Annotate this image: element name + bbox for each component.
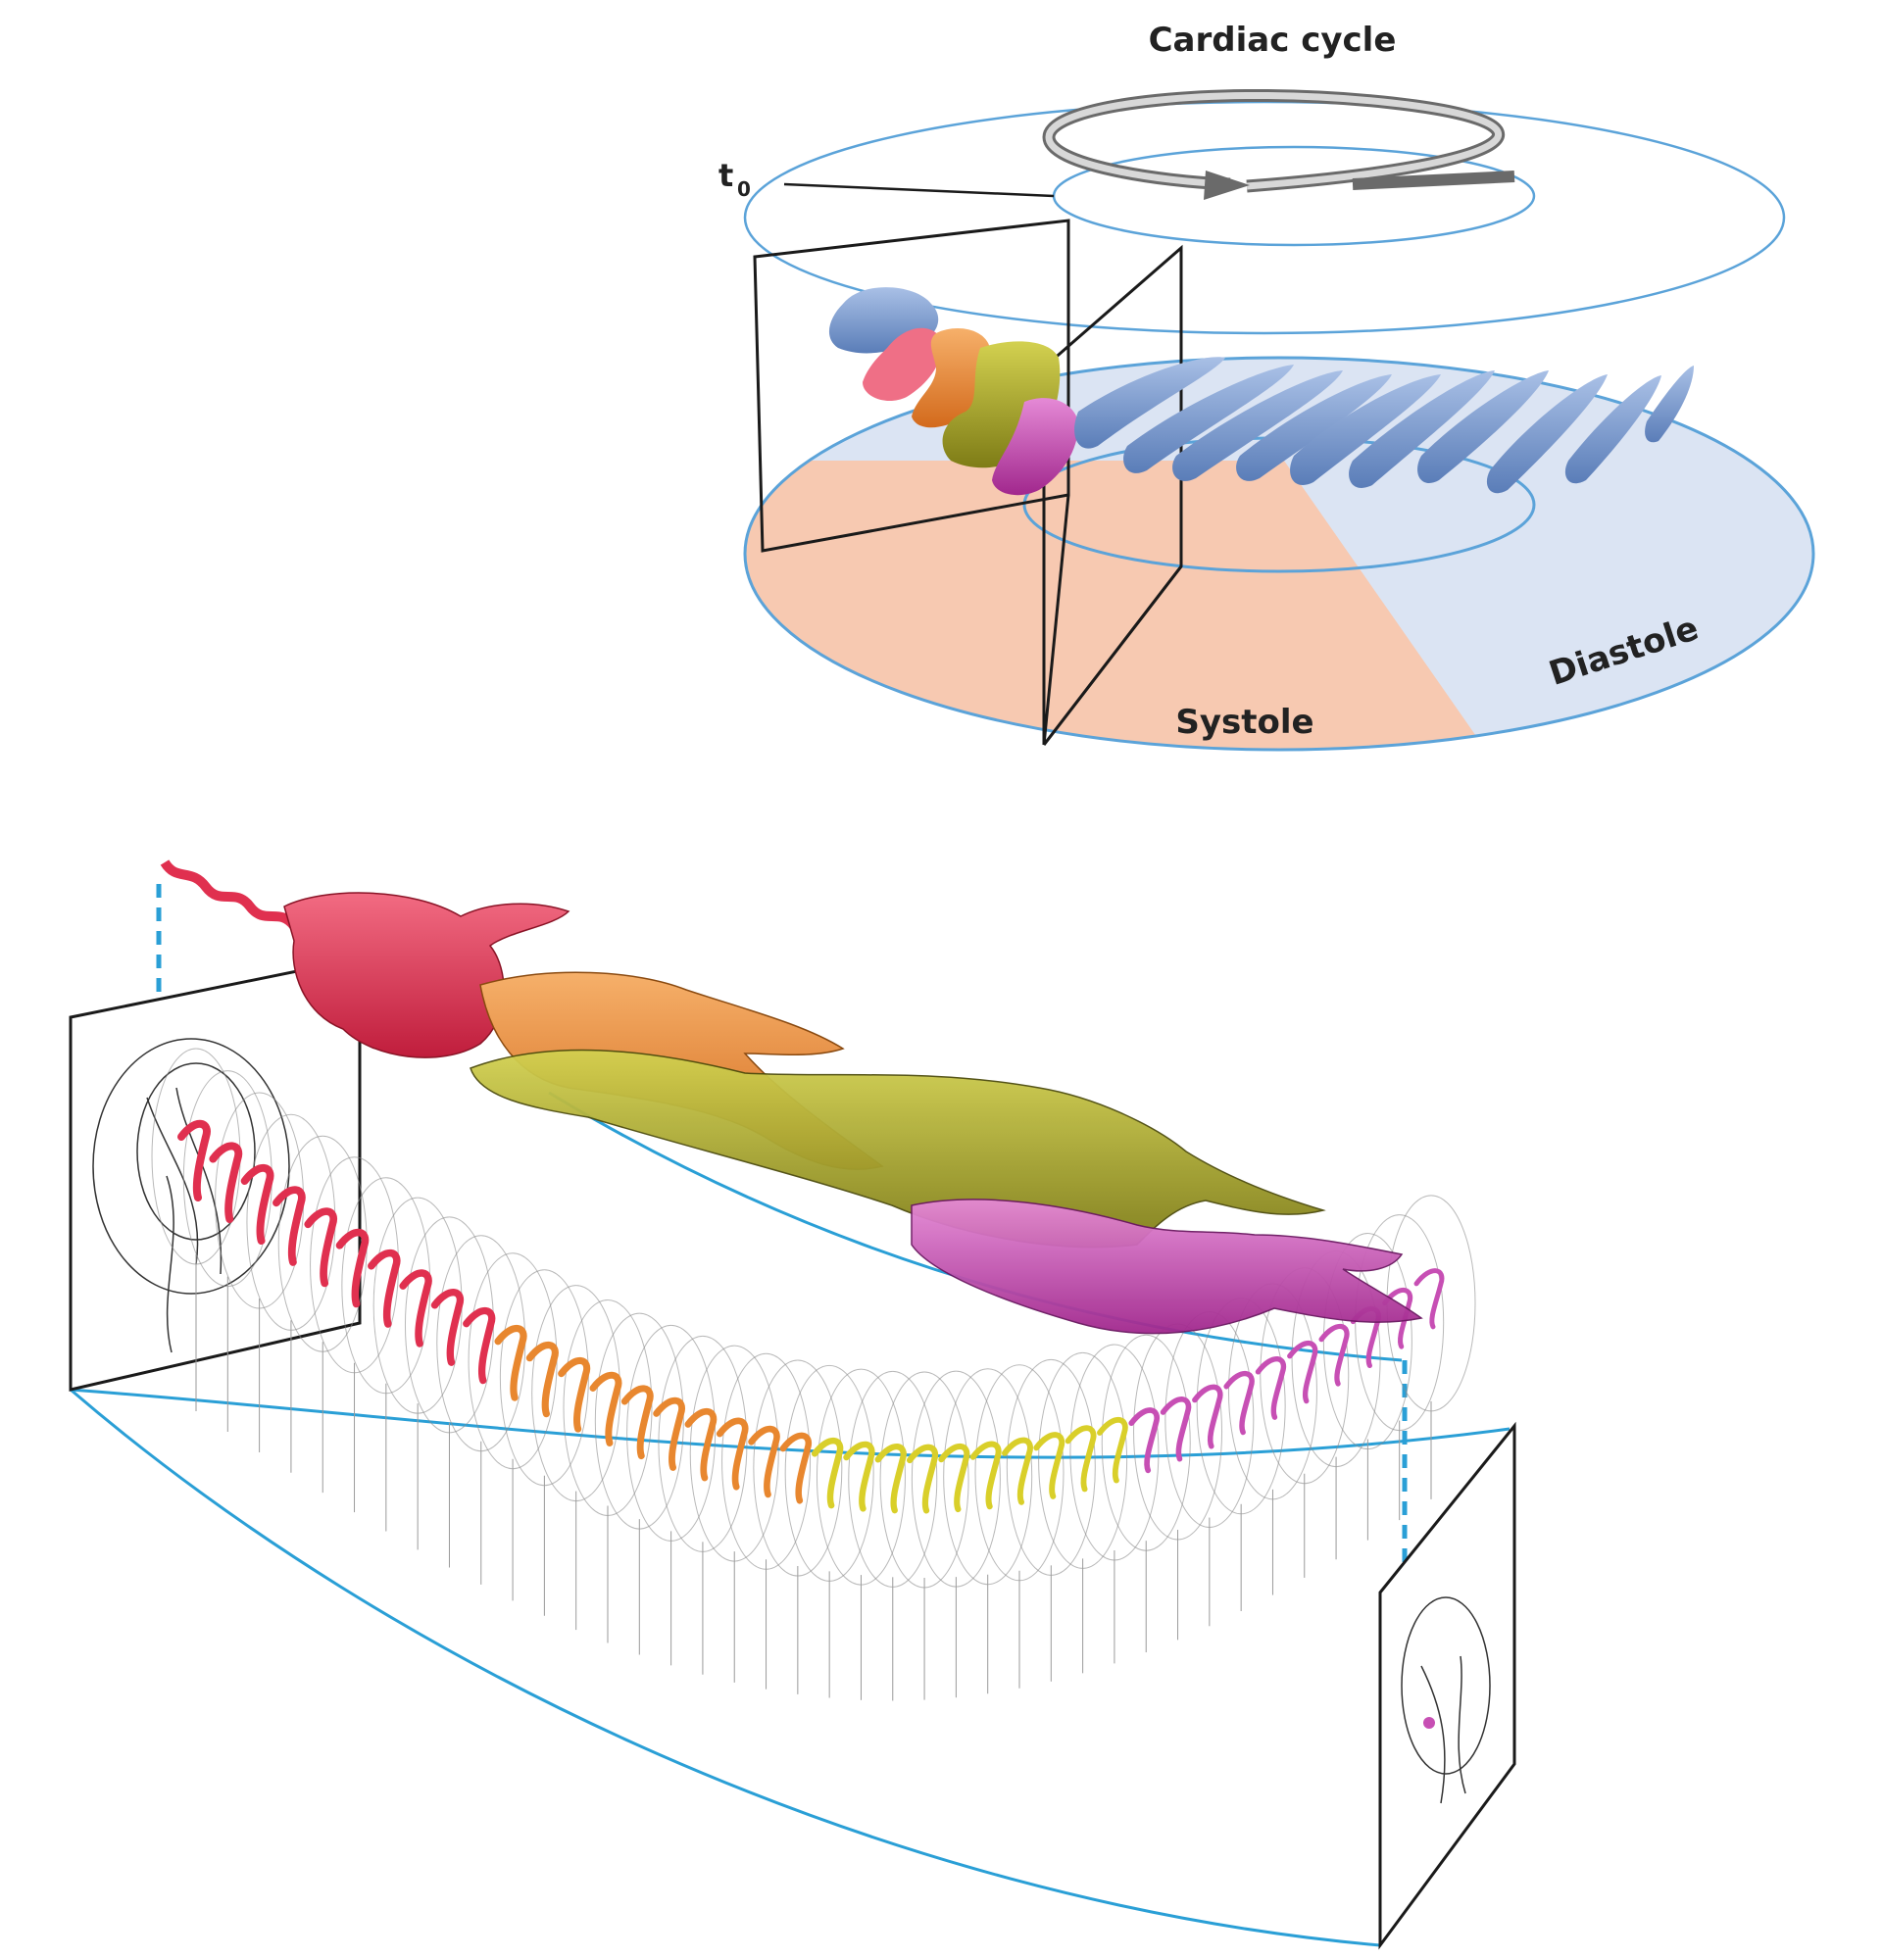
vortex-cross-section — [1255, 1356, 1287, 1420]
vortex-evolution-volume — [69, 859, 1516, 1950]
vortex-cross-section — [1287, 1340, 1318, 1404]
slice-outline — [436, 1235, 526, 1585]
slice-outline — [721, 1352, 812, 1690]
vortex-cross-sections — [177, 1119, 1445, 1514]
vortex-cross-section — [748, 1425, 780, 1498]
t0-leader-line — [783, 182, 1055, 198]
vortex-cross-section — [240, 1164, 274, 1246]
vortex-cross-section — [811, 1437, 844, 1509]
diastole-vortex-streaks — [1074, 357, 1694, 494]
vortex-tubes — [160, 859, 1423, 1335]
cycle-arrow-icon — [1042, 89, 1515, 200]
vortex-cross-section — [1413, 1268, 1445, 1330]
vortex-cross-section — [272, 1186, 306, 1266]
slice-outline — [531, 1285, 621, 1631]
vortex-cross-section — [1382, 1287, 1413, 1349]
vortex-cross-section — [494, 1324, 527, 1401]
cardiac-cycle-label: Cardiac cycle — [1149, 21, 1397, 60]
slice-outline — [1101, 1334, 1191, 1653]
vortex-tube-red-tail — [160, 859, 298, 930]
slice-outline — [1069, 1344, 1160, 1664]
vortex-tube-olive — [470, 1049, 1326, 1249]
cardiac-cycle-diagram: Cardiac cycle t 0 Systole Diastole — [718, 21, 1815, 752]
slice-outline — [943, 1368, 1033, 1694]
slice-outline — [1006, 1358, 1096, 1682]
vortex-cross-section — [1318, 1323, 1350, 1387]
svg-text:0: 0 — [737, 177, 751, 201]
slice-outline — [594, 1312, 684, 1655]
vortex-cluster-t0 — [828, 287, 1079, 496]
slice-outline — [974, 1364, 1065, 1689]
vortex-cross-section — [1065, 1425, 1097, 1493]
start-slice-frame — [69, 956, 362, 1392]
vortex-cross-section — [938, 1443, 970, 1513]
vortex-cross-section — [209, 1142, 243, 1224]
slice-outline — [848, 1370, 938, 1701]
slice-outline — [1164, 1311, 1255, 1627]
slice-outline — [626, 1324, 717, 1666]
end-slice-frame — [1378, 1421, 1516, 1950]
slice-outline — [1322, 1233, 1412, 1541]
slice-outline — [689, 1345, 779, 1683]
vortex-pink — [863, 327, 942, 402]
vortex-cross-section — [335, 1228, 370, 1308]
slice-outline — [911, 1370, 1001, 1698]
vortex-orange — [912, 328, 991, 428]
slice-outline — [499, 1269, 589, 1616]
vortex-magenta — [992, 398, 1079, 496]
slice-outline — [563, 1298, 653, 1643]
vortex-cross-section — [684, 1407, 718, 1482]
vortex-cross-section — [906, 1444, 939, 1514]
t0-frame — [753, 219, 1183, 746]
vortex-cross-section — [463, 1306, 496, 1385]
svg-text:t: t — [718, 157, 733, 194]
vortex-cross-section — [653, 1396, 685, 1471]
vortex-tube-magenta — [911, 1199, 1423, 1335]
disc-upper-rim — [744, 357, 1814, 555]
vortex-cross-section — [368, 1249, 401, 1328]
vortex-cross-section — [779, 1432, 813, 1504]
slice-outline — [784, 1364, 874, 1698]
vortex-cross-section — [589, 1371, 622, 1446]
vortex-cross-section — [1128, 1407, 1161, 1474]
vortex-cross-section — [558, 1357, 591, 1433]
slice-outline — [1133, 1323, 1223, 1641]
vortex-cross-section — [843, 1441, 875, 1512]
volume-bottom-edge — [70, 1388, 1381, 1947]
slice-outline — [816, 1368, 906, 1700]
systole-label: Systole — [1175, 703, 1313, 742]
vortex-cross-section — [399, 1269, 432, 1348]
vortex-cross-section — [1097, 1417, 1128, 1484]
vortex-cross-section — [969, 1441, 1002, 1510]
t0-label: t 0 — [718, 157, 751, 201]
vortex-cross-section — [177, 1119, 211, 1201]
vortex-cross-section — [1033, 1432, 1065, 1499]
vortex-cross-section — [1223, 1370, 1255, 1436]
vortex-cross-section — [874, 1444, 907, 1514]
slice-outline — [658, 1335, 748, 1675]
slice-outline — [753, 1359, 843, 1694]
vortex-cross-section — [304, 1207, 338, 1288]
volume-upper-edge — [548, 1091, 1403, 1362]
vortex-cross-section — [1002, 1437, 1033, 1505]
vortex-cross-section — [620, 1385, 654, 1460]
vortex-cross-section — [716, 1417, 749, 1491]
slice-outline — [879, 1371, 969, 1700]
slice-outline — [1038, 1351, 1128, 1674]
vortex-cross-section — [1160, 1396, 1192, 1462]
volume-top-edge — [70, 1388, 1511, 1459]
vortex-cross-section — [430, 1289, 465, 1366]
vortex-cross-section — [525, 1342, 559, 1418]
vortex-cross-section — [1192, 1384, 1223, 1449]
